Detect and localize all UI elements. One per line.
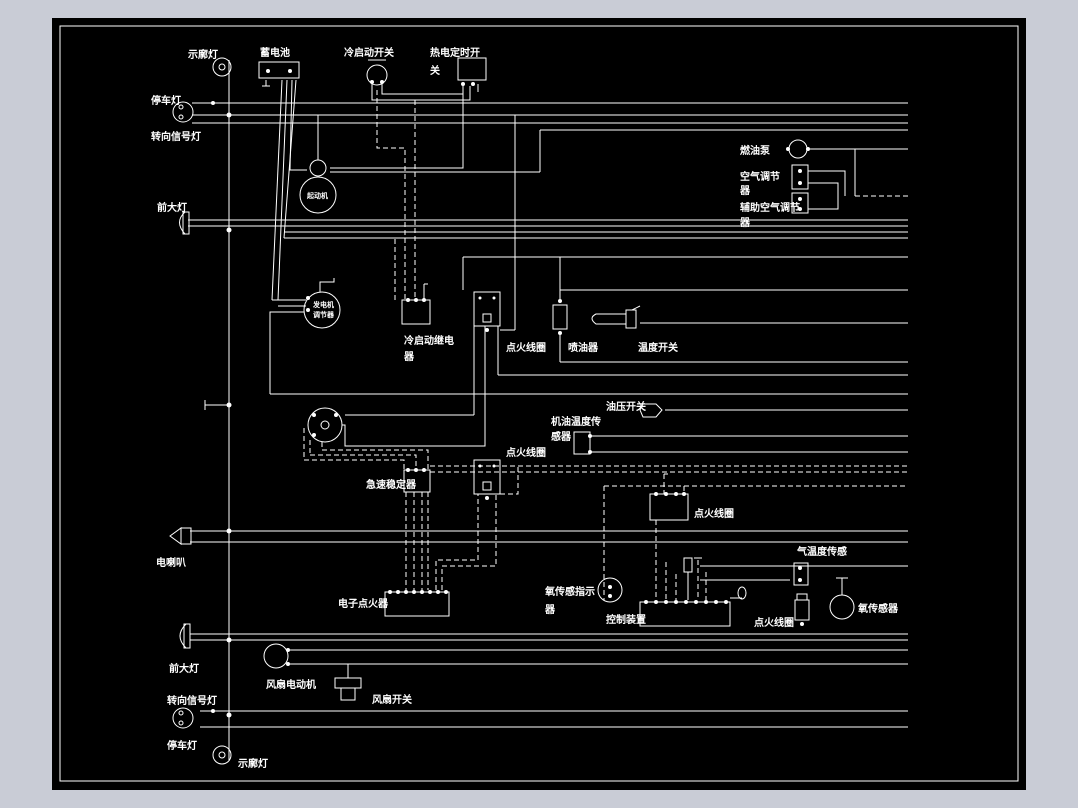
label-cold-start-switch: 冷启动开关 (344, 46, 394, 59)
label-generator-regulator-2: 调节器 (313, 310, 335, 319)
generator-regulator-icon (269, 278, 341, 394)
label-horn: 电喇叭 (156, 556, 186, 569)
fan-motor-icon (263, 643, 290, 669)
label-gas-temp-sensor: 气温度传感 (796, 545, 847, 558)
component-labels: 示廓灯 蓄电池 冷启动开关 热电定时开 关 停车灯 转向信号灯 燃油泵 空气调节… (151, 46, 899, 770)
headlamp-top-icon (179, 211, 190, 235)
label-headlamp-top: 前大灯 (157, 201, 187, 214)
drawing-border (59, 25, 1019, 782)
gas-temp-sensor-icon (793, 562, 809, 586)
label-ignition-coil-2: 点火线圈 (506, 446, 546, 459)
oil-pressure-switch-icon (639, 403, 663, 418)
label-ignition-coil-3: 点火线圈 (694, 507, 734, 520)
label-o2-indicator-2: 器 (544, 604, 556, 616)
label-license-lamp-top: 示廓灯 (188, 48, 218, 61)
label-injector: 喷油器 (568, 341, 599, 354)
label-o2-sensor: 氧传感器 (857, 602, 899, 615)
cold-start-relay-icon (394, 238, 431, 325)
label-electronic-igniter: 电子点火器 (338, 597, 389, 610)
stop-turn-lamp-bottom-icon (172, 707, 194, 729)
starter-motor-icon (299, 114, 516, 331)
label-turn-signal-top: 转向信号灯 (151, 130, 201, 143)
drawing-background (52, 18, 1026, 790)
label-fuel-pump: 燃油泵 (740, 144, 771, 157)
headlamp-bottom-icon (179, 623, 191, 649)
fuel-pump-icon (786, 139, 908, 196)
ignition-coil-1-icon (345, 291, 501, 416)
label-license-lamp-bottom: 示廓灯 (238, 757, 268, 770)
control-unit-icon (639, 520, 747, 627)
ignition-coil-2-icon (473, 459, 519, 500)
thermal-timer-switch-icon (457, 57, 487, 92)
label-speed-stabilizer: 急速稳定器 (366, 478, 417, 491)
ignition-coil-4-icon (794, 593, 810, 626)
stop-turn-lamp-top-icon (172, 101, 194, 123)
label-ignition-coil-1: 点火线圈 (506, 341, 546, 354)
injector-icon (552, 257, 568, 362)
label-generator-regulator: 发电机 (312, 300, 334, 309)
battery-icon (258, 61, 300, 87)
oil-temp-sensor-icon (573, 431, 592, 455)
horn-icon (169, 527, 192, 545)
label-thermal-timer-switch-2: 关 (430, 64, 440, 77)
ignition-coil-3-icon (603, 473, 689, 600)
electronic-igniter-icon (384, 492, 497, 617)
label-control-unit: 控制装置 (606, 613, 646, 626)
label-ignition-coil-4: 点火线圈 (754, 616, 794, 629)
label-oil-temp-sensor: 机油温度传 (551, 415, 601, 428)
label-headlamp-bottom: 前大灯 (169, 662, 199, 675)
label-fan-motor: 风扇电动机 (266, 678, 316, 691)
fan-switch-icon (334, 663, 374, 701)
speed-stabilizer-icon (304, 442, 431, 493)
temp-switch-icon (591, 305, 641, 329)
label-turn-signal-bottom: 转向信号灯 (167, 694, 217, 707)
license-lamp-bottom-icon (212, 745, 232, 765)
bus-junctions (211, 101, 232, 718)
label-starter-motor: 起动机 (306, 191, 328, 200)
air-regulator-icon (791, 164, 846, 214)
label-stop-lamp-bottom: 停车灯 (167, 739, 197, 752)
label-thermal-timer-switch: 热电定时开 (430, 46, 480, 59)
label-battery: 蓄电池 (260, 46, 290, 59)
o2-indicator-icon (597, 577, 623, 603)
cold-start-switch-icon (366, 59, 388, 86)
label-o2-indicator: 氧传感指示 (544, 585, 595, 598)
distributor-icon (303, 407, 343, 460)
label-stop-lamp-top: 停车灯 (151, 94, 181, 107)
harness-lines (188, 102, 908, 728)
label-aux-air-valve: 辅助空气调节 (740, 201, 800, 214)
label-fan-switch: 风扇开关 (372, 693, 412, 706)
label-oil-pressure-switch: 油压开关 (606, 400, 646, 413)
label-oil-temp-sensor-2: 感器 (551, 430, 572, 443)
label-air-regulator-2: 器 (739, 185, 751, 197)
o2-sensor-icon (829, 577, 855, 620)
label-temp-switch: 温度开关 (638, 341, 678, 354)
license-lamp-top-icon (212, 57, 232, 77)
label-air-regulator: 空气调节 (740, 170, 780, 183)
label-aux-air-valve-2: 器 (739, 217, 751, 229)
label-cold-start-relay: 冷启动继电 (404, 334, 454, 347)
label-cold-start-relay-2: 器 (403, 351, 415, 363)
